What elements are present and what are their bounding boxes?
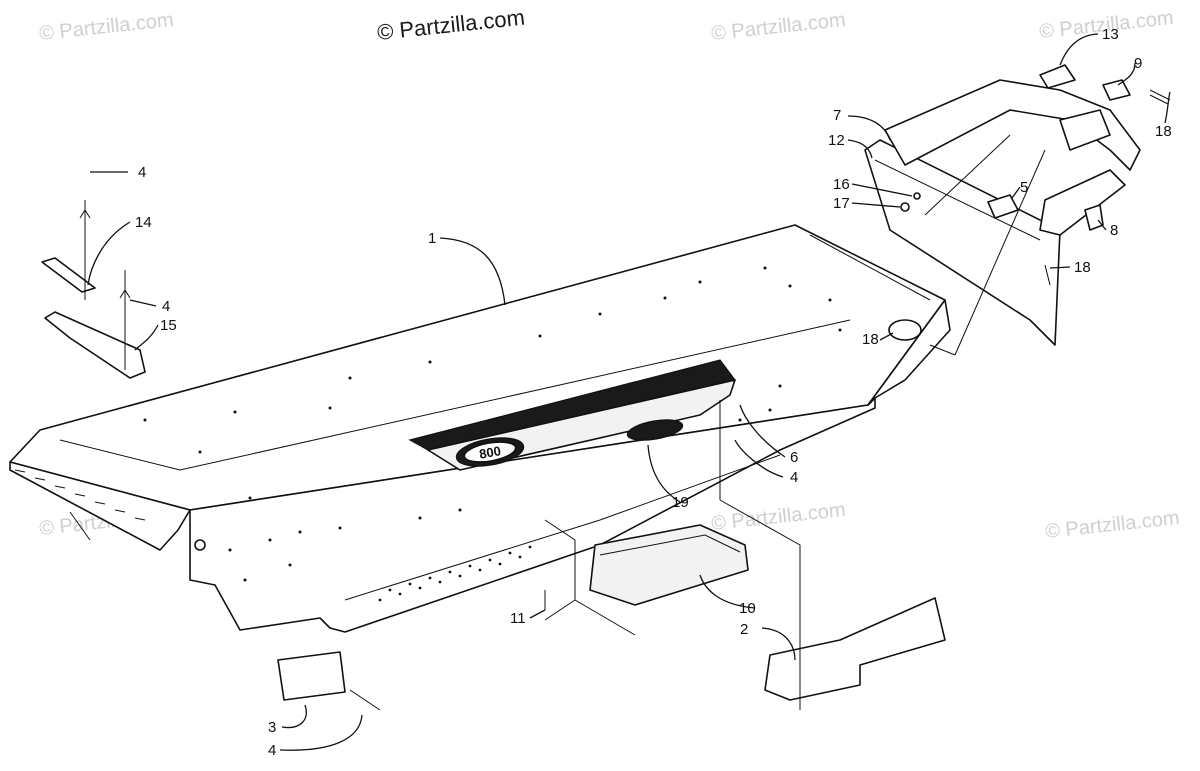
callout-labels: 1 2 3 4 4 4 4 5 6 7 8 9 10 11 12 13 14 1… xyxy=(135,26,1172,759)
watermark-bottom-center: © Partzilla.com xyxy=(710,499,846,535)
callout-4-right: 4 xyxy=(790,469,798,486)
snow-flap-12 xyxy=(864,139,1061,346)
rear-bumper-assembly xyxy=(864,64,1171,356)
leader-6 xyxy=(739,404,786,458)
leader-4-right xyxy=(734,439,784,478)
tunnel-front-teeth xyxy=(14,469,146,521)
watermark-bottom-right: © Partzilla.com xyxy=(1044,507,1180,543)
callout-16: 16 xyxy=(833,176,850,193)
callout-4-top: 4 xyxy=(138,164,146,181)
plate-3-body xyxy=(277,651,346,701)
washer-17 xyxy=(900,202,910,212)
leader-4-left xyxy=(129,299,157,307)
footrest-10 xyxy=(589,524,749,606)
watermark-top-center: © Partzilla.com xyxy=(710,9,846,45)
tunnel-front-tab xyxy=(69,511,91,541)
bumper-grab-bar-7 xyxy=(884,79,1141,171)
bracket-14 xyxy=(41,257,96,293)
callout-2: 2 xyxy=(740,621,748,638)
left-brackets xyxy=(41,200,146,379)
callout-12: 12 xyxy=(828,132,845,149)
decal-9 xyxy=(1102,79,1131,101)
leader-13 xyxy=(1059,33,1099,66)
leader-4-bottom xyxy=(279,714,363,751)
rivet-4-upper xyxy=(79,200,91,300)
leader-2 xyxy=(761,627,796,661)
decal-logo-number: 800 xyxy=(478,443,502,462)
callout-10: 10 xyxy=(739,600,756,617)
nut-16 xyxy=(913,192,921,200)
callout-4-left: 4 xyxy=(162,298,170,315)
leader-18-side xyxy=(879,332,894,341)
tunnel-part xyxy=(9,224,951,633)
callout-18-top: 18 xyxy=(1155,123,1172,140)
rivet-4-plate xyxy=(349,689,381,711)
leader-5 xyxy=(1011,186,1021,199)
bracket-8 xyxy=(1084,204,1104,231)
bracket-2 xyxy=(719,420,946,710)
leader-15 xyxy=(134,324,159,351)
leader-7 xyxy=(847,115,891,141)
leader-17 xyxy=(851,202,901,208)
leader-16 xyxy=(851,183,913,197)
snow-flap-edge xyxy=(874,159,1041,241)
decal-13 xyxy=(1039,64,1076,89)
callout-3: 3 xyxy=(268,719,276,736)
leader-3 xyxy=(281,704,307,729)
bolt-18-side xyxy=(888,319,922,341)
watermark-top-left: © Partzilla.com xyxy=(38,9,174,45)
bracket-2-plate xyxy=(764,597,946,701)
callout-1: 1 xyxy=(428,230,436,247)
leader-18-lower xyxy=(1049,266,1071,269)
running-board-texture xyxy=(378,545,532,602)
bracket-15 xyxy=(44,311,146,379)
callout-7: 7 xyxy=(833,107,841,124)
callout-6: 6 xyxy=(790,449,798,466)
callout-18-side: 18 xyxy=(862,331,879,348)
callout-13: 13 xyxy=(1102,26,1119,43)
callout-11: 11 xyxy=(510,610,526,627)
leader-11 xyxy=(529,609,546,619)
bumper-assembly-lines xyxy=(924,134,1046,356)
callout-leaders xyxy=(87,33,1171,751)
footrest-ridge xyxy=(599,534,741,556)
bolt-18-lower xyxy=(1044,264,1051,286)
decal-logo-inner xyxy=(463,441,517,463)
callout-18-lower: 18 xyxy=(1074,259,1091,276)
callout-17: 17 xyxy=(833,195,850,212)
tunnel-rear-edge xyxy=(867,299,951,406)
decal-strip: 800 xyxy=(408,359,737,471)
clip-5 xyxy=(987,194,1019,219)
tunnel-rivets xyxy=(143,266,842,582)
tunnel-rear-ridge xyxy=(809,234,931,301)
rivet-4-middle xyxy=(119,270,131,370)
callout-15: 15 xyxy=(160,317,177,334)
callout-5: 5 xyxy=(1020,179,1028,196)
leader-19 xyxy=(647,444,681,503)
leader-10 xyxy=(699,574,756,609)
tunnel-front-lip xyxy=(9,461,191,551)
leader-9 xyxy=(1117,62,1136,86)
footrest-leader xyxy=(544,519,636,636)
tunnel-ridge-line xyxy=(59,319,851,471)
callout-19: 19 xyxy=(672,494,689,511)
leader-1 xyxy=(439,237,506,306)
leader-18-top xyxy=(1164,91,1171,124)
leader-8 xyxy=(1097,219,1107,231)
leader-12 xyxy=(847,139,873,159)
leader-14 xyxy=(87,221,131,286)
callout-9: 9 xyxy=(1134,55,1142,72)
bumper-center-pad xyxy=(1059,109,1111,151)
callout-14: 14 xyxy=(135,214,152,231)
watermark-main: © Partzilla.com xyxy=(376,5,526,45)
tunnel-side-hole xyxy=(194,539,206,551)
callout-8: 8 xyxy=(1110,222,1118,239)
decal-emblem-19 xyxy=(626,419,684,441)
plate-3 xyxy=(277,651,381,711)
footrest-part xyxy=(544,519,749,636)
callout-4-bottom: 4 xyxy=(268,742,276,759)
bolt-18-upper xyxy=(1149,89,1171,105)
